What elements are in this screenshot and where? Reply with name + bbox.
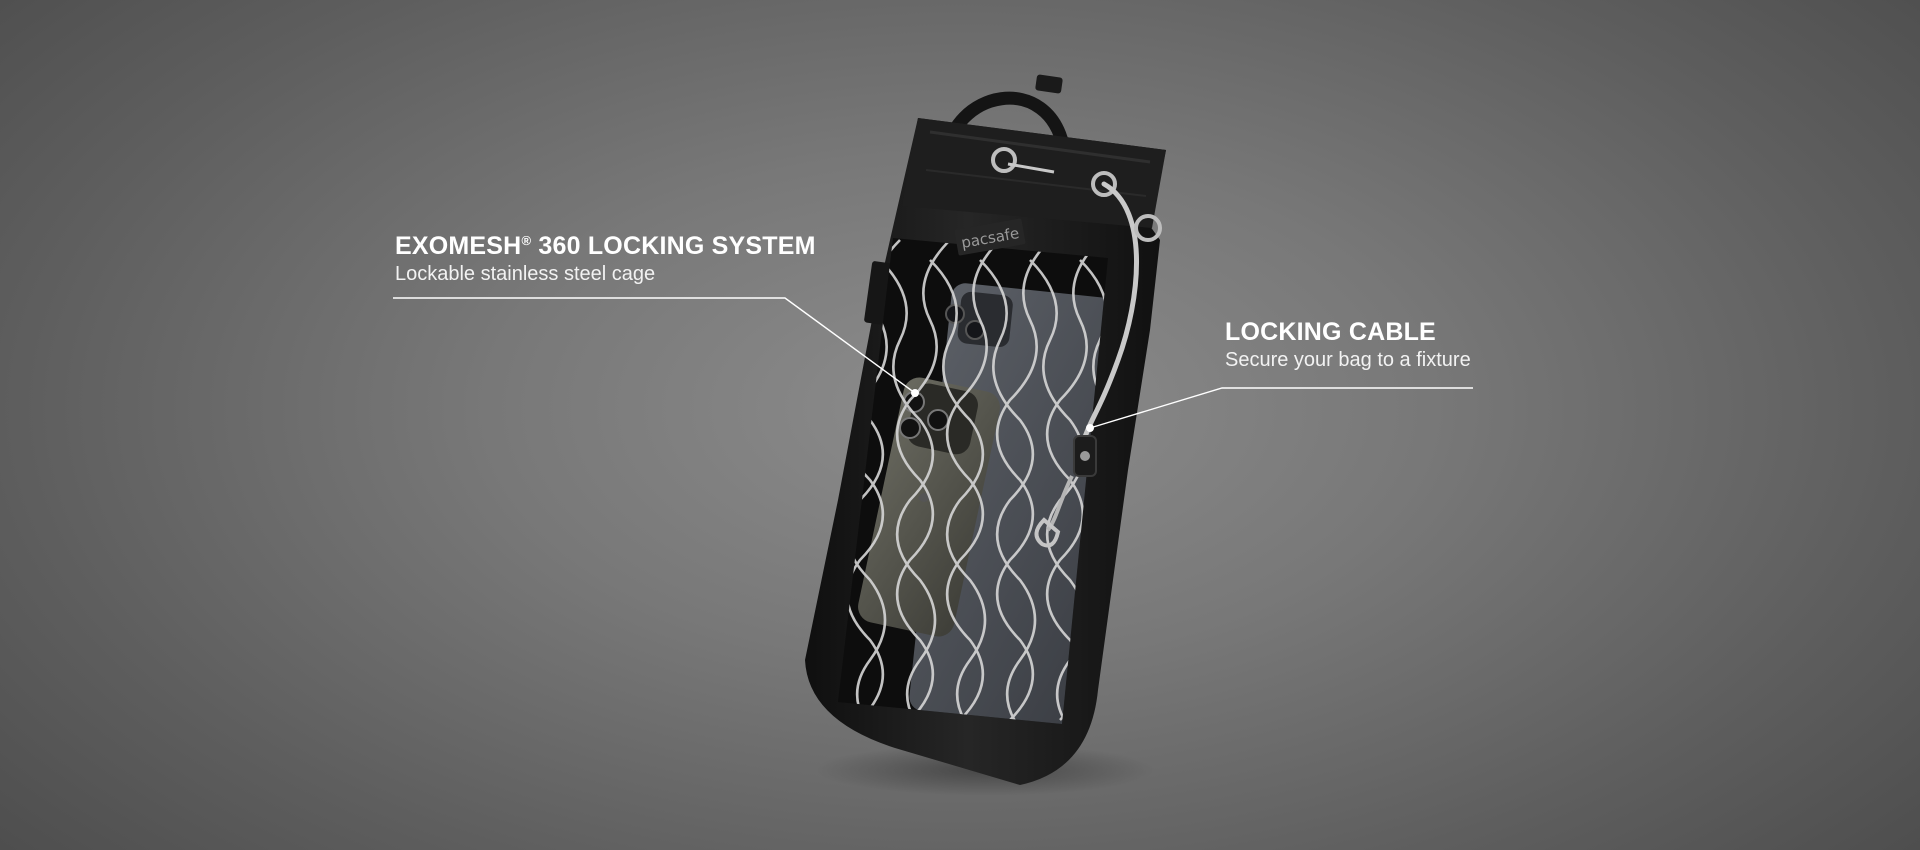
cable-leader-line bbox=[1089, 387, 1473, 429]
callout-cable-subtitle: Secure your bag to a fixture bbox=[1225, 349, 1471, 371]
grommet-right bbox=[1091, 171, 1117, 197]
bag-collar bbox=[902, 118, 1166, 228]
callout-exomesh-subtitle: Lockable stainless steel cage bbox=[395, 263, 656, 285]
cable-leader-dot bbox=[1086, 424, 1094, 432]
exomesh-leader-dot bbox=[911, 389, 919, 397]
callout-exomesh: EXOMESH® 360 LOCKING SYSTEM Lockable sta… bbox=[395, 226, 816, 287]
callout-exomesh-title: EXOMESH® 360 LOCKING SYSTEM bbox=[395, 232, 816, 260]
callout-cable-title: LOCKING CABLE bbox=[1225, 318, 1436, 346]
registered-mark: ® bbox=[521, 233, 532, 248]
grommet-left bbox=[991, 147, 1017, 173]
handle-tab bbox=[1035, 74, 1063, 94]
locking-cable bbox=[1034, 181, 1162, 548]
callout-locking-cable: LOCKING CABLE Secure your bag to a fixtu… bbox=[1225, 317, 1471, 373]
exomesh-leader-line bbox=[393, 297, 916, 394]
